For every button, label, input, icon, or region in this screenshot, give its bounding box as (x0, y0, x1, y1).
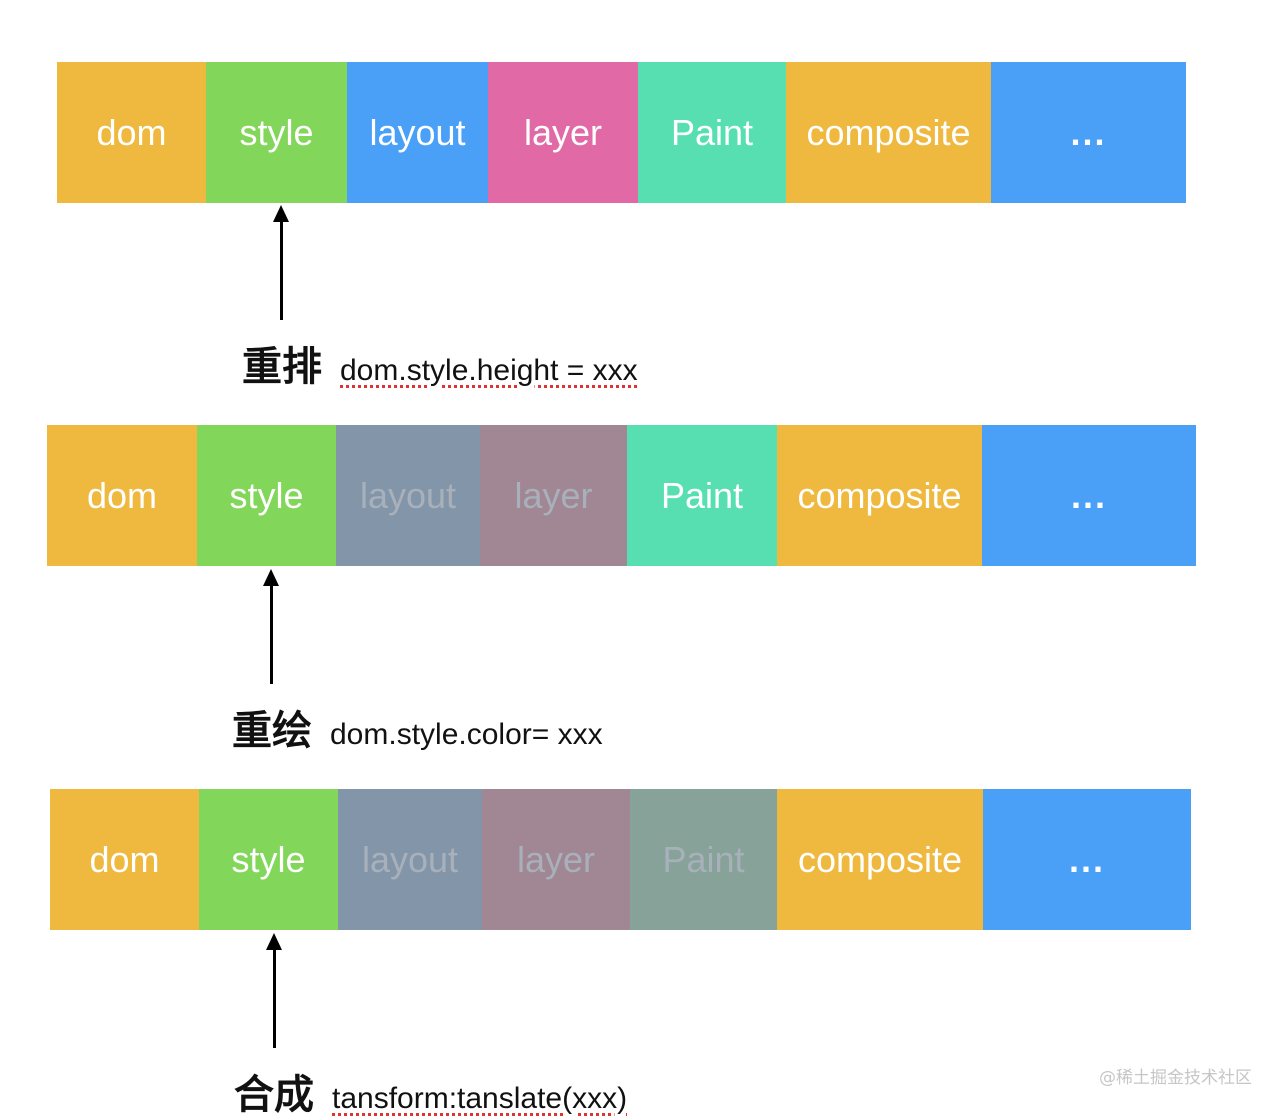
stage-paint: Paint (627, 425, 777, 566)
caption-composite: 合成 tansform:tanslate(xxx) (234, 1062, 627, 1120)
arrow-up-icon (263, 569, 279, 586)
stage-layer-dimmed: layer (482, 789, 630, 930)
caption-repaint: 重绘 dom.style.color= xxx (232, 698, 603, 756)
stage-paint: Paint (638, 62, 786, 203)
arrow-up-icon (266, 933, 282, 950)
stage-style: style (197, 425, 336, 566)
caption-title: 重绘 (232, 708, 312, 754)
stage-paint-dimmed: Paint (630, 789, 777, 930)
pipeline-row-repaint: dom style layout layer Paint composite .… (47, 425, 1196, 566)
stage-layout: layout (347, 62, 488, 203)
stage-composite: composite (777, 425, 982, 566)
stage-ellipsis: ... (982, 425, 1196, 566)
arrow-shaft (273, 948, 276, 1048)
caption-reflow: 重排 dom.style.height = xxx (242, 334, 638, 392)
pipeline-row-composite: dom style layout layer Paint composite .… (50, 789, 1191, 930)
stage-layer: layer (488, 62, 638, 203)
stage-layer-dimmed: layer (480, 425, 627, 566)
watermark: @稀土掘金技术社区 (1099, 1068, 1252, 1088)
stage-dom: dom (57, 62, 206, 203)
pipeline-row-reflow: dom style layout layer Paint composite .… (57, 62, 1186, 203)
stage-composite: composite (777, 789, 983, 930)
stage-layout-dimmed: layout (336, 425, 480, 566)
caption-title: 重排 (242, 344, 322, 390)
arrow-shaft (270, 584, 273, 684)
caption-code: dom.style.color= xxx (330, 718, 603, 751)
stage-ellipsis: ... (983, 789, 1191, 930)
arrow-shaft (280, 220, 283, 320)
stage-dom: dom (47, 425, 197, 566)
caption-title: 合成 (234, 1072, 314, 1118)
stage-ellipsis: ... (991, 62, 1186, 203)
stage-layout-dimmed: layout (338, 789, 482, 930)
stage-style: style (199, 789, 338, 930)
stage-dom: dom (50, 789, 199, 930)
arrow-up-icon (273, 205, 289, 222)
stage-composite: composite (786, 62, 991, 203)
stage-style: style (206, 62, 347, 203)
caption-code: tansform:tanslate(xxx) (332, 1082, 628, 1115)
caption-code: dom.style.height = xxx (340, 354, 638, 387)
